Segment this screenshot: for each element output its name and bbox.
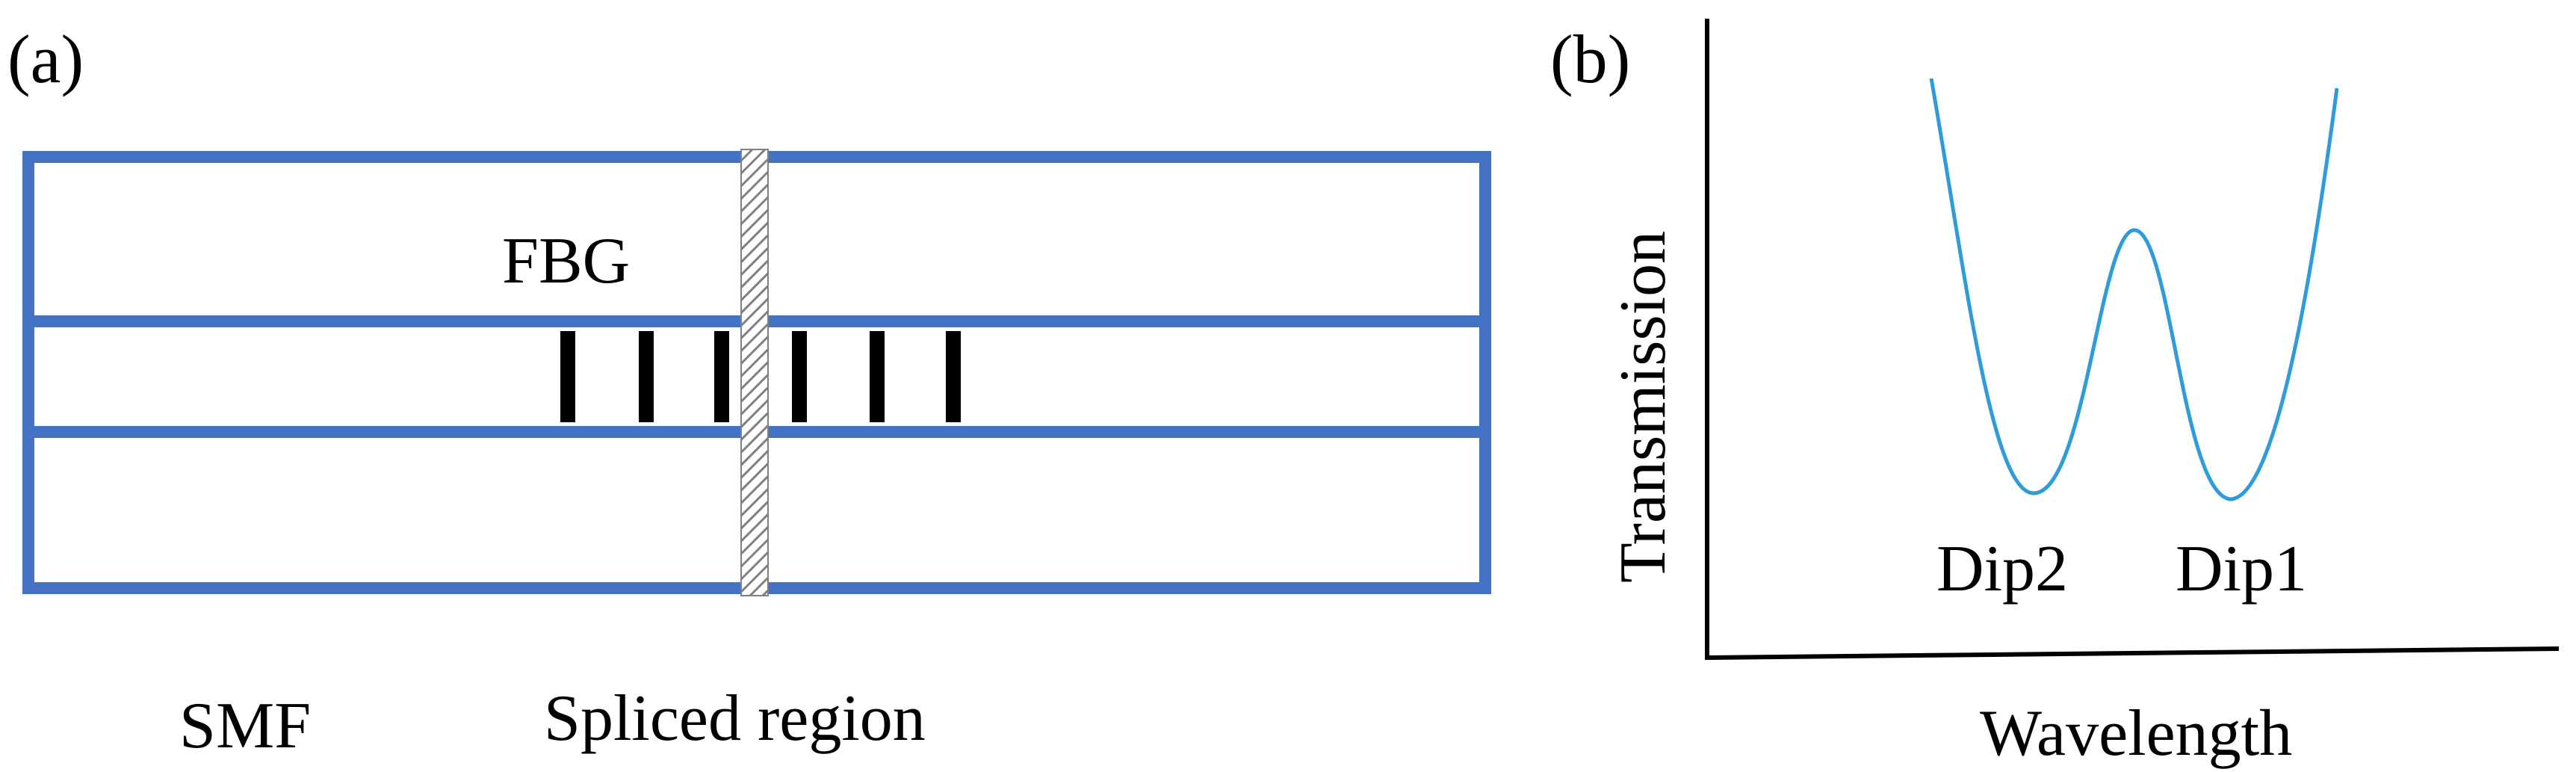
x-axis [1704, 646, 2560, 660]
grating-line [560, 331, 575, 422]
smf-label: SMF [179, 690, 311, 762]
fbg-label: FBG [502, 225, 630, 297]
dip1-label: Dip1 [2176, 533, 2307, 605]
grating-line [946, 331, 961, 422]
spliced-region-label: Spliced region [544, 682, 926, 755]
fbg-grating [560, 331, 961, 422]
x-axis-label: Wavelength [1980, 697, 2292, 770]
dip2-label: Dip2 [1936, 533, 2068, 605]
y-axis-label: Transmission [1607, 231, 1679, 583]
grating-line [792, 331, 807, 422]
grating-line [714, 331, 729, 422]
panel-b: (b) Dip2 Dip1 Transmission Wavelength [1550, 19, 2560, 770]
grating-line [870, 331, 885, 422]
panel-a: (a) FBG SMF Spliced region [7, 21, 1491, 762]
spliced-region-strip [740, 149, 769, 596]
grating-line [639, 331, 654, 422]
panel-a-label: (a) [7, 21, 84, 97]
panel-b-label: (b) [1550, 21, 1630, 97]
transmission-curve [1929, 78, 2339, 501]
